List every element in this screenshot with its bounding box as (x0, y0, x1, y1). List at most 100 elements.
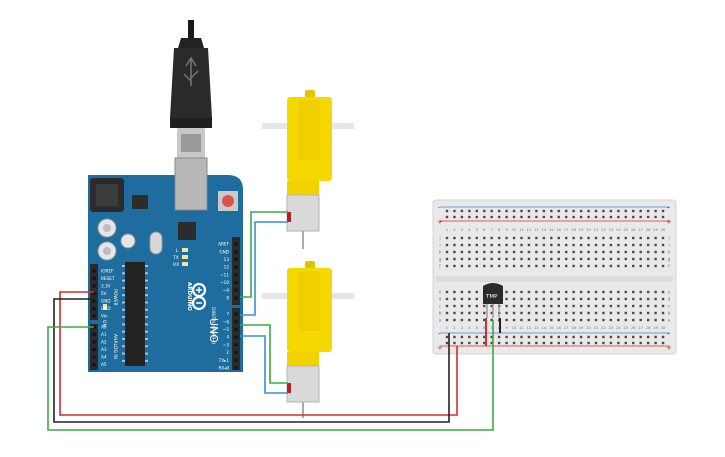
breadboard-hole[interactable] (475, 264, 478, 268)
breadboard-hole[interactable] (512, 335, 516, 339)
dc-motor-2[interactable] (262, 261, 354, 418)
breadboard-hole[interactable] (490, 236, 493, 240)
breadboard-hole[interactable] (579, 209, 583, 213)
breadboard-hole[interactable] (617, 311, 620, 315)
breadboard-hole[interactable] (617, 209, 620, 213)
breadboard-hole[interactable] (483, 209, 486, 213)
breadboard-hole[interactable] (535, 257, 538, 261)
breadboard-hole[interactable] (468, 257, 471, 261)
breadboard-hole[interactable] (535, 341, 538, 345)
breadboard-hole[interactable] (579, 304, 583, 308)
breadboard-hole[interactable] (579, 257, 583, 261)
breadboard-hole[interactable] (609, 341, 613, 345)
breadboard-hole[interactable] (550, 257, 553, 261)
breadboard-hole[interactable] (512, 311, 516, 315)
breadboard-hole[interactable] (542, 236, 546, 240)
breadboard-hole[interactable] (497, 257, 501, 261)
breadboard-hole[interactable] (475, 209, 478, 213)
power-pin[interactable] (92, 307, 96, 310)
breadboard-hole[interactable] (587, 304, 590, 308)
breadboard-hole[interactable] (460, 290, 464, 294)
breadboard-hole[interactable] (475, 335, 478, 339)
breadboard-hole[interactable] (587, 250, 590, 254)
digital-pin[interactable] (234, 327, 238, 331)
breadboard-hole[interactable] (468, 297, 471, 301)
breadboard-hole[interactable] (550, 209, 553, 213)
breadboard-hole[interactable] (483, 250, 486, 254)
breadboard-hole[interactable] (557, 311, 560, 315)
breadboard-hole[interactable] (557, 304, 560, 308)
breadboard-hole[interactable] (602, 335, 605, 339)
breadboard-hole[interactable] (542, 341, 546, 345)
breadboard-hole[interactable] (639, 304, 642, 308)
breadboard-hole[interactable] (453, 311, 456, 315)
breadboard-hole[interactable] (550, 335, 553, 339)
breadboard-hole[interactable] (609, 243, 613, 247)
breadboard-hole[interactable] (624, 209, 627, 213)
breadboard-hole[interactable] (535, 311, 538, 315)
breadboard-hole[interactable] (594, 250, 598, 254)
breadboard-hole[interactable] (535, 304, 538, 308)
breadboard-hole[interactable] (632, 318, 635, 322)
breadboard-hole[interactable] (572, 243, 575, 247)
breadboard-hole[interactable] (646, 236, 650, 240)
wire-green-a0[interactable] (47, 320, 494, 431)
breadboard-hole[interactable] (565, 318, 568, 322)
analog-pin[interactable] (92, 355, 96, 359)
breadboard-hole[interactable] (587, 318, 590, 322)
breadboard-hole[interactable] (639, 341, 642, 345)
breadboard-hole[interactable] (542, 311, 546, 315)
breadboard-hole[interactable] (579, 243, 583, 247)
breadboard-hole[interactable] (527, 209, 531, 213)
breadboard-hole[interactable] (535, 209, 538, 213)
breadboard-hole[interactable] (512, 236, 516, 240)
breadboard-hole[interactable] (505, 257, 508, 261)
breadboard-hole[interactable] (646, 257, 650, 261)
breadboard-hole[interactable] (661, 250, 665, 254)
breadboard-hole[interactable] (624, 335, 627, 339)
breadboard-hole[interactable] (632, 215, 635, 219)
breadboard-hole[interactable] (445, 341, 449, 345)
breadboard-hole[interactable] (542, 335, 546, 339)
breadboard-hole[interactable] (550, 243, 553, 247)
breadboard-hole[interactable] (632, 236, 635, 240)
breadboard-hole[interactable] (445, 215, 449, 219)
breadboard-hole[interactable] (654, 311, 657, 315)
breadboard-hole[interactable] (535, 215, 538, 219)
breadboard-hole[interactable] (483, 236, 486, 240)
breadboard-hole[interactable] (661, 243, 665, 247)
breadboard-hole[interactable] (520, 297, 523, 301)
breadboard-hole[interactable] (654, 236, 657, 240)
breadboard-hole[interactable] (661, 311, 665, 315)
breadboard-hole[interactable] (483, 215, 486, 219)
breadboard-hole[interactable] (572, 297, 575, 301)
breadboard-hole[interactable] (565, 290, 568, 294)
breadboard-hole[interactable] (535, 250, 538, 254)
breadboard-hole[interactable] (624, 257, 627, 261)
digital-pin[interactable] (234, 366, 238, 370)
breadboard-hole[interactable] (497, 243, 501, 247)
breadboard-hole[interactable] (497, 209, 501, 213)
breadboard-hole[interactable] (468, 335, 471, 339)
breadboard-hole[interactable] (587, 243, 590, 247)
breadboard-hole[interactable] (490, 215, 493, 219)
breadboard-hole[interactable] (453, 341, 456, 345)
breadboard-hole[interactable] (475, 250, 478, 254)
breadboard-hole[interactable] (646, 341, 650, 345)
breadboard-hole[interactable] (572, 257, 575, 261)
digital-pin[interactable] (234, 288, 238, 292)
breadboard-hole[interactable] (654, 290, 657, 294)
arduino-uno-board[interactable]: L TX RX ON ARDUINO UNO POWER ANALOG IN D… (88, 157, 243, 372)
breadboard-hole[interactable] (639, 297, 642, 301)
breadboard-hole[interactable] (557, 264, 560, 268)
breadboard-hole[interactable] (460, 341, 464, 345)
breadboard-hole[interactable] (505, 341, 508, 345)
breadboard-hole[interactable] (490, 304, 493, 308)
wire-blue-motor2[interactable] (240, 335, 288, 394)
breadboard-hole[interactable] (654, 243, 657, 247)
breadboard-hole[interactable] (632, 209, 635, 213)
breadboard-hole[interactable] (557, 250, 560, 254)
wire-green-motor1[interactable] (240, 211, 288, 298)
dc-motor-1[interactable] (262, 90, 354, 249)
